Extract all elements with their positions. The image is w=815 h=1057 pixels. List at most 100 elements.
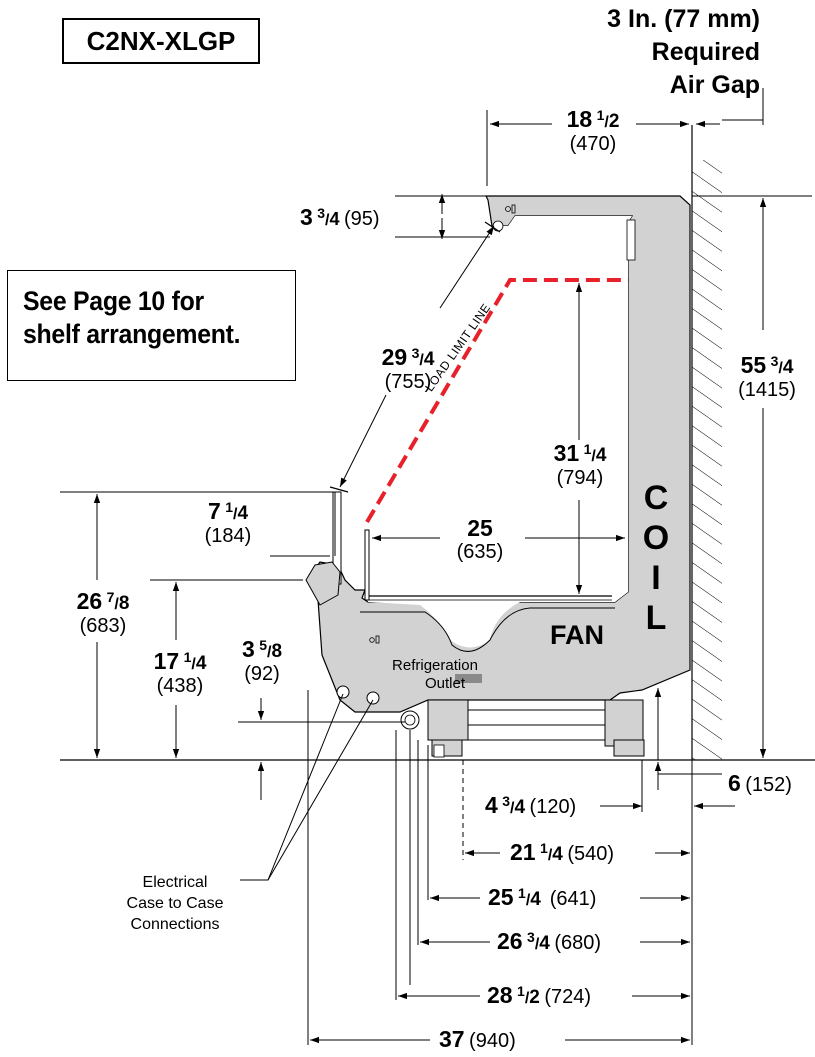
dim-frac-den: 4 (195, 653, 207, 674)
electrical-label: Electrical Case to Case Connections (115, 872, 235, 935)
dim-frac-den: 4 (514, 797, 526, 818)
dim-26-three-quarter: 26 3/4 (680) (497, 928, 602, 954)
dim-metric: (95) (343, 208, 380, 230)
dim-metric: (724) (544, 986, 592, 1008)
dim-whole: 6 (728, 770, 741, 796)
shelf-note-line-2: shelf arrangement. (23, 319, 241, 349)
dim-frac-num: 7 (106, 589, 115, 605)
dim-frac-den: 4 (329, 209, 340, 229)
refrigeration-outlet (455, 674, 482, 683)
dim-whole: 28 (487, 982, 513, 1008)
dim-6: 6 (152) (728, 770, 792, 797)
dim-frac-den: 4 (530, 889, 541, 910)
dim-whole: 7 (207, 498, 221, 524)
dim-frac-num: 1 (183, 649, 192, 665)
load-limit-line (365, 278, 628, 524)
dim-whole: 26 (76, 588, 103, 614)
dim-frac-den: 4 (539, 933, 550, 954)
dim-whole: 37 (439, 1026, 465, 1052)
dim-frac-num: 1 (596, 107, 605, 123)
air-gap-line-3: Air Gap (669, 71, 760, 99)
dim-3-three-quarter: 3 3/4 (95) (300, 204, 380, 230)
dim-frac-num: 3 (527, 929, 535, 945)
base-leg-rear (604, 699, 644, 747)
dim-metric: (540) (567, 843, 615, 865)
dim-21-quarter: 21 1/4 (540) (510, 839, 615, 865)
dim-frac-den: 8 (118, 593, 130, 614)
shelf-note-box: See Page 10 for shelf arrangement. (7, 270, 296, 381)
dim-whole: 26 (497, 928, 523, 954)
dim-whole: 31 (553, 440, 580, 466)
dim-whole: 18 (566, 106, 593, 132)
dim-frac-den: 4 (423, 349, 435, 370)
dim-frac-den: 4 (595, 445, 607, 466)
electrical-line-1: Electrical (142, 874, 208, 891)
dim-frac-num: 1 (225, 499, 233, 515)
dim-metric: (120) (529, 796, 577, 818)
air-gap-note: 3 In. (77 mm) Required Air Gap (607, 3, 760, 102)
dim-whole: 3 (300, 204, 313, 230)
dim-metric: (152) (745, 774, 792, 796)
dim-metric: (794) (556, 466, 604, 489)
dim-frac-den: 2 (529, 987, 540, 1008)
coil-letter: I (651, 559, 661, 597)
dim-frac-den: 2 (608, 111, 620, 132)
dim-metric: (683) (79, 614, 127, 637)
dim-frac-num: 5 (259, 637, 267, 653)
dim-26-seven-eighth: 26 7/8 (683) (58, 588, 148, 638)
dim-29-three-quarter: 29 3/4 (755) (368, 344, 448, 394)
model-number-box: C2NX-XLGP (62, 18, 260, 64)
dim-3-five-eighth: 3 5/8 (92) (227, 636, 297, 686)
dim-metric: (470) (569, 132, 617, 155)
dim-metric: (1415) (738, 378, 796, 401)
dim-whole: 3 (241, 636, 255, 662)
cabinet-cavity (365, 216, 632, 648)
dim-metric: (438) (156, 674, 204, 697)
dim-frac-num: 3 (770, 353, 779, 369)
dim-metric: (635) (456, 541, 504, 564)
shelf-note-text: See Page 10 for shelf arrangement. (23, 285, 241, 351)
electrical-port-1 (336, 685, 350, 699)
electrical-line-3: Connections (130, 916, 220, 933)
refrigeration-outlet-line-2: Outlet (424, 675, 466, 692)
dim-37: 37 (940) (439, 1026, 516, 1053)
dim-55-three-quarter: 55 3/4 (1415) (722, 352, 812, 402)
dim-whole: 17 (153, 648, 180, 674)
shelf-note-line-1: See Page 10 for (23, 286, 204, 316)
coil-letter: C (643, 479, 669, 517)
dim-frac-num: 1 (518, 885, 526, 901)
dim-metric: (184) (204, 524, 252, 547)
wall-hatch (692, 160, 722, 760)
coil-letter: L (645, 599, 667, 637)
dim-metric: (680) (554, 932, 602, 954)
dim-18-half: 18 1/2 (470) (548, 106, 638, 156)
electrical-port-2 (366, 691, 380, 705)
dim-frac-num: 1 (517, 983, 525, 999)
fan-label: FAN (550, 620, 604, 650)
dim-17-quarter: 17 1/4 (438) (140, 648, 220, 698)
dim-frac-den: 4 (552, 844, 563, 865)
dim-metric: (755) (384, 370, 432, 393)
dim-frac-num: 3 (317, 205, 326, 221)
dim-28-half: 28 1/2 (724) (487, 982, 592, 1008)
coil-letter: O (642, 519, 670, 557)
model-number: C2NX-XLGP (86, 25, 236, 56)
dim-frac-den: 4 (237, 503, 249, 524)
dim-4-three-quarter: 4 3/4 (120) (485, 792, 577, 818)
dim-metric: (940) (469, 1030, 516, 1052)
dim-whole: 25 (467, 515, 493, 541)
base-leg-front (427, 699, 469, 741)
dim-whole: 4 (485, 792, 498, 818)
dim-31-quarter: 31 1/4 (794) (535, 440, 625, 490)
dim-frac-num: 3 (502, 793, 511, 809)
dim-frac-den: 8 (271, 641, 283, 662)
dim-metric: (641) (549, 888, 597, 910)
air-gap-line-2: Required (651, 38, 760, 66)
dim-whole: 21 (510, 839, 536, 865)
air-gap-line-1: 3 In. (77 mm) (607, 5, 760, 33)
dim-whole: 29 (381, 344, 408, 370)
dim-whole: 55 (740, 352, 767, 378)
dim-frac-den: 4 (782, 357, 794, 378)
